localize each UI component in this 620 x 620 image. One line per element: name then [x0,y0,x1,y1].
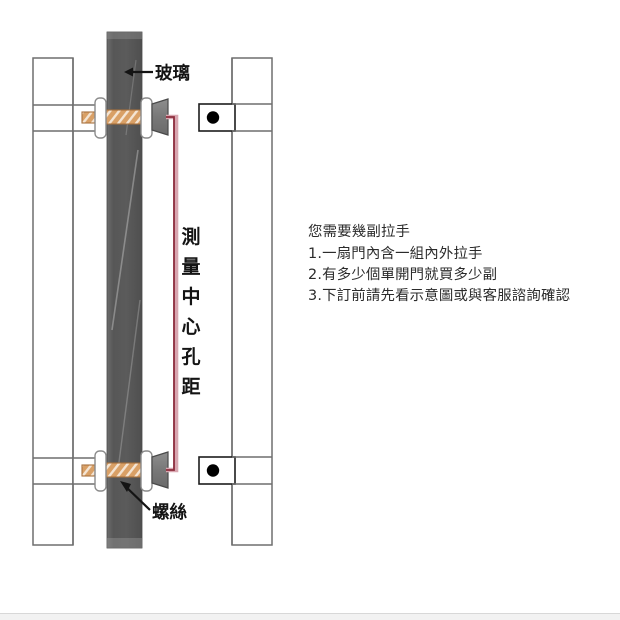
frame-left [32,57,107,546]
washer-upper-left [94,97,107,139]
screw-arrow-head-icon [120,481,131,492]
handle-base-lower [151,451,169,489]
hole-dot-upper-icon [206,111,220,124]
glass-arrow-head-icon [124,67,133,77]
pull-handle-upper [81,97,169,139]
pull-handle-lower [81,450,169,492]
washer-lower-left [94,450,107,492]
measure-vertical-char: 距 [181,376,200,398]
measure-vertical-char: 孔 [181,346,200,368]
washer-upper-right [140,97,153,139]
measure-bracket [166,116,175,471]
info-panel: 您需要幾副拉手 1.一扇門內含一組內外拉手 2.有多少個單開門就買多少副 3.下… [308,222,608,307]
through-bolt-upper [103,109,147,125]
measure-vertical-char: 心 [181,316,200,338]
glass-label: 玻璃 [155,63,190,84]
measure-vertical-char: 量 [181,256,200,278]
through-bolt-lower [103,462,147,478]
measure-vertical-char: 中 [181,285,200,308]
hole-dot-lower-icon [206,464,220,477]
screw-label-group: 螺絲 [120,481,187,523]
info-item-3: 3.下訂前請先看示意圖或與客服諮詢確認 [308,288,571,304]
washer-lower-right [140,450,153,492]
info-item-1: 1.一扇門內含一組內外拉手 [308,246,483,262]
glass-label-group: 玻璃 [124,63,190,84]
measure-vertical-char: 測 [181,225,200,248]
handle-base-upper [151,98,169,136]
frame-right [198,57,273,546]
bottom-strip [0,613,620,620]
measurement-line [166,114,179,473]
screw-label: 螺絲 [152,502,187,523]
info-heading: 您需要幾副拉手 [308,224,411,240]
info-item-2: 2.有多少個單開門就買多少副 [308,267,498,283]
